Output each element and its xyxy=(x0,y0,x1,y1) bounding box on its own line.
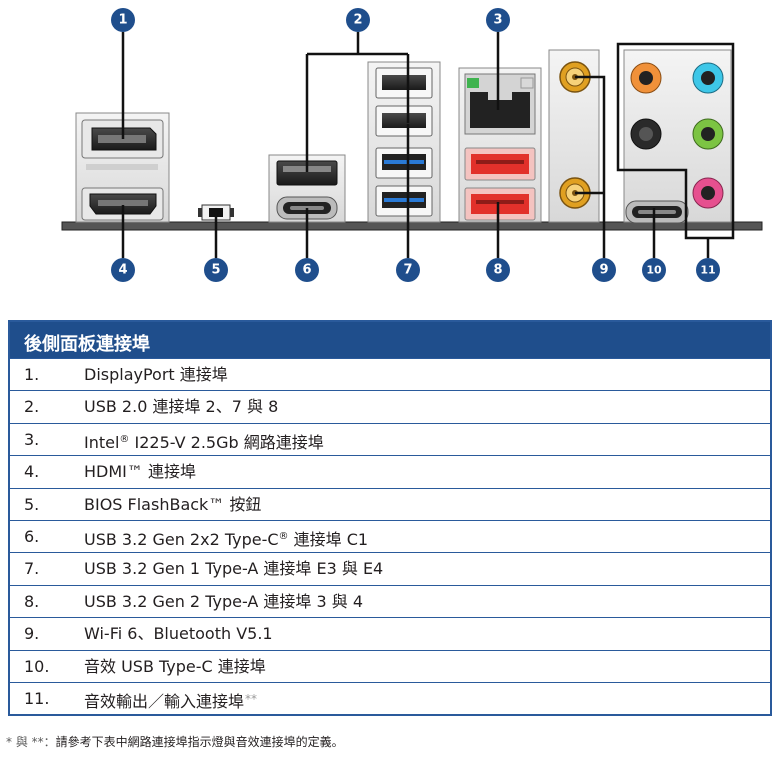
audio-jack-green xyxy=(692,118,724,150)
svg-text:10: 10 xyxy=(646,264,662,277)
callout-10: 10 xyxy=(642,258,666,282)
row-description: HDMI™ 連接埠 xyxy=(84,456,196,488)
footnote-reference: ** xyxy=(245,691,258,706)
svg-text:9: 9 xyxy=(599,263,608,278)
usb2-port-second xyxy=(375,105,433,137)
leader-lines xyxy=(121,32,735,258)
row-description: 音效 USB Type-C 連接埠 xyxy=(84,651,266,683)
footnote-text: 請參考下表中網路連接埠指示燈與音效連接埠的定義。 xyxy=(55,735,344,749)
callout-4: 4 xyxy=(111,258,135,282)
row-number: 11. xyxy=(24,688,50,708)
lan-usb-block xyxy=(458,67,542,223)
row-description: USB 3.2 Gen 2x2 Type-C® 連接埠 C1 xyxy=(84,521,368,556)
registered-mark: ® xyxy=(278,530,289,542)
description-text: Intel xyxy=(84,432,120,452)
usb-red-port-2 xyxy=(464,187,536,221)
description-text: 連接埠 C1 xyxy=(288,529,369,549)
svg-text:11: 11 xyxy=(700,264,715,277)
callout-6: 6 xyxy=(295,258,319,282)
audio-usb-typec-port xyxy=(625,200,689,224)
usb3-blue-port-1 xyxy=(375,147,433,179)
description-text: I225-V 2.5Gb 網路連接埠 xyxy=(129,432,324,452)
svg-text:4: 4 xyxy=(118,263,127,278)
description-text: Wi-Fi 6、Bluetooth V5.1 xyxy=(84,624,273,644)
svg-text:8: 8 xyxy=(493,263,502,278)
row-number: 1. xyxy=(24,365,40,384)
row-number: 6. xyxy=(24,526,40,546)
callout-11: 11 xyxy=(696,258,720,282)
usb-stack-block xyxy=(367,61,441,223)
row-number: 3. xyxy=(24,429,40,449)
row-number: 2. xyxy=(24,397,40,417)
row-number: 9. xyxy=(24,624,40,644)
audio-block xyxy=(623,49,732,224)
description-text: USB 3.2 Gen 2 Type-A 連接埠 3 與 4 xyxy=(84,591,364,611)
svg-text:2: 2 xyxy=(353,13,362,28)
description-text: 音效 USB Type-C 連接埠 xyxy=(84,656,266,676)
lan-port xyxy=(464,73,536,135)
description-text: USB 2.0 連接埠 2、7 與 8 xyxy=(84,397,279,417)
row-description: Intel® I225-V 2.5Gb 網路連接埠 xyxy=(84,424,324,459)
usb3-blue-port-2 xyxy=(375,185,433,217)
row-description: 音效輸出／輸入連接埠** xyxy=(84,683,257,718)
callout-2: 2 xyxy=(346,8,370,32)
svg-text:7: 7 xyxy=(403,263,412,278)
row-number: 5. xyxy=(24,494,40,514)
callout-8: 8 xyxy=(486,258,510,282)
row-description: DisplayPort 連接埠 xyxy=(84,359,228,391)
displayport-hdmi-block xyxy=(75,112,170,223)
callout-3: 3 xyxy=(486,8,510,32)
row-description: BIOS FlashBack™ 按鈕 xyxy=(84,489,261,521)
row-description: Wi-Fi 6、Bluetooth V5.1 xyxy=(84,618,273,650)
table-title: 後側面板連接埠 xyxy=(10,322,770,358)
callout-9: 9 xyxy=(592,258,616,282)
svg-text:6: 6 xyxy=(302,263,311,278)
description-text: USB 3.2 Gen 2x2 Type-C xyxy=(84,529,279,549)
callout-7: 7 xyxy=(396,258,420,282)
row-number: 10. xyxy=(24,656,50,676)
description-text: USB 3.2 Gen 1 Type-A 連接埠 E3 與 E4 xyxy=(84,559,384,579)
callout-5: 5 xyxy=(204,258,228,282)
rear-panel-ports-table: 後側面板連接埠 1. DisplayPort 連接埠 2. USB 2.0 連接埠 2… xyxy=(8,320,772,717)
row-number: 7. xyxy=(24,559,40,579)
table-row: 6. USB 3.2 Gen 2x2 Type-C® 連接埠 C1 xyxy=(10,519,770,552)
row-number: 4. xyxy=(24,462,40,482)
callout-1: 1 xyxy=(111,8,135,32)
registered-mark: ® xyxy=(119,433,130,445)
table-row: 2. USB 2.0 連接埠 2、7 與 8 xyxy=(10,390,770,422)
description-text: BIOS FlashBack™ 按鈕 xyxy=(84,494,262,514)
description-text: DisplayPort 連接埠 xyxy=(84,365,228,384)
usb2-port-top xyxy=(375,67,433,99)
svg-text:1: 1 xyxy=(118,13,127,28)
table-row: 3. Intel® I225-V 2.5Gb 網路連接埠 xyxy=(10,422,770,455)
table-row: 10. 音效 USB Type-C 連接埠 xyxy=(10,649,770,683)
footnote: * 與 **：請參考下表中網路連接埠指示燈與音效連接埠的定義。 xyxy=(6,733,344,750)
row-description: USB 3.2 Gen 1 Type-A 連接埠 E3 與 E4 xyxy=(84,553,383,585)
audio-jack-black xyxy=(630,118,662,150)
description-text: HDMI™ 連接埠 xyxy=(84,462,196,482)
table-row: 7. USB 3.2 Gen 1 Type-A 連接埠 E3 與 E4 xyxy=(10,552,770,584)
table-row: 5. BIOS FlashBack™ 按鈕 xyxy=(10,487,770,521)
table-row: 11. 音效輸出／輸入連接埠** xyxy=(10,681,770,714)
rear-panel-diagram: 1 2 3 4 5 6 7 8 9 10 11 xyxy=(61,8,763,282)
row-number: 8. xyxy=(24,591,40,611)
hdmi-port xyxy=(81,187,164,221)
svg-text:3: 3 xyxy=(493,13,502,28)
footnote-marker: * 與 **： xyxy=(6,735,56,749)
usb-red-port-1 xyxy=(464,147,536,181)
row-description: USB 3.2 Gen 2 Type-A 連接埠 3 與 4 xyxy=(84,586,363,618)
audio-jack-orange xyxy=(630,62,662,94)
table-row: 9. Wi-Fi 6、Bluetooth V5.1 xyxy=(10,617,770,649)
audio-jack-blue xyxy=(692,62,724,94)
table-rows: 1. DisplayPort 連接埠 2. USB 2.0 連接埠 2、7 與 8 3.… xyxy=(10,358,770,714)
table-row: 8. USB 3.2 Gen 2 Type-A 連接埠 3 與 4 xyxy=(10,584,770,618)
audio-jack-pink xyxy=(692,177,724,209)
table-row: 1. DisplayPort 連接埠 xyxy=(10,358,770,390)
row-description: USB 2.0 連接埠 2、7 與 8 xyxy=(84,391,278,423)
svg-text:5: 5 xyxy=(211,263,220,278)
table-row: 4. HDMI™ 連接埠 xyxy=(10,455,770,487)
callouts: 1 2 3 4 5 6 7 8 9 10 11 xyxy=(111,8,720,282)
description-text: 音效輸出／輸入連接埠 xyxy=(84,691,245,711)
